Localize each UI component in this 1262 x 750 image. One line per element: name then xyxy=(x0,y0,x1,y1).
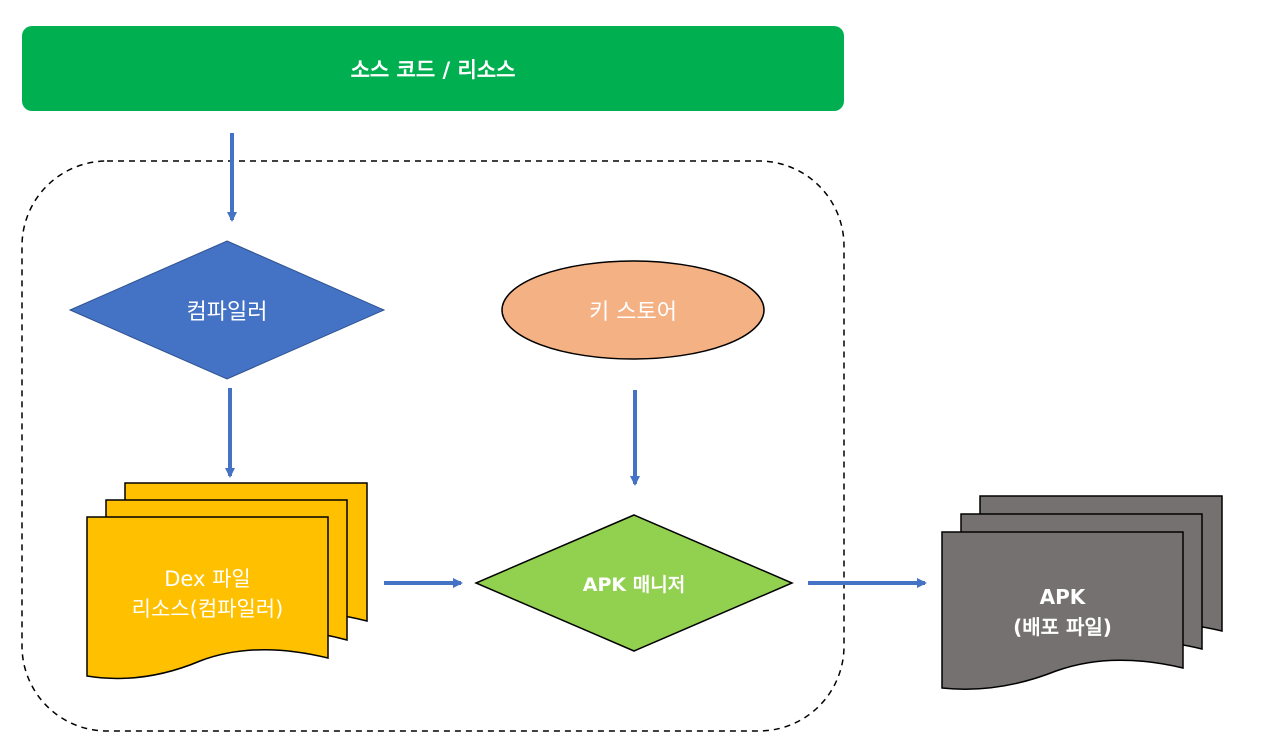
dex-multidocument xyxy=(86,482,368,680)
title-bar xyxy=(22,26,844,111)
apk-manager-diamond xyxy=(474,514,794,652)
apk-multidocument xyxy=(941,495,1223,690)
keystore-ellipse xyxy=(501,260,765,360)
process-boundary xyxy=(21,160,845,732)
compiler-diamond xyxy=(68,240,386,380)
